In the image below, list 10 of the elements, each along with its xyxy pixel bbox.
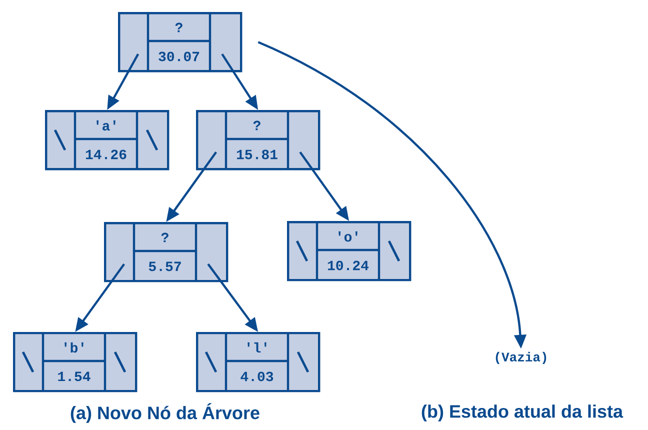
caption: (b) Estado atual da lista (422, 404, 624, 422)
tree-node: ? 5.57 (104, 222, 228, 282)
tree-node: 'b' 1.54 (13, 332, 138, 392)
tree-node: 'a' 14.26 (45, 110, 170, 170)
list-state-text: (Vazia) (496, 352, 546, 364)
caption: (a) Novo Nó da Árvore (70, 403, 260, 423)
tree-node: ? 30.07 (118, 12, 242, 72)
tree-node: 'l' 4.03 (196, 332, 320, 392)
tree-node: ? 15.81 (196, 110, 320, 170)
tree-node: 'o' 10.24 (287, 220, 412, 282)
